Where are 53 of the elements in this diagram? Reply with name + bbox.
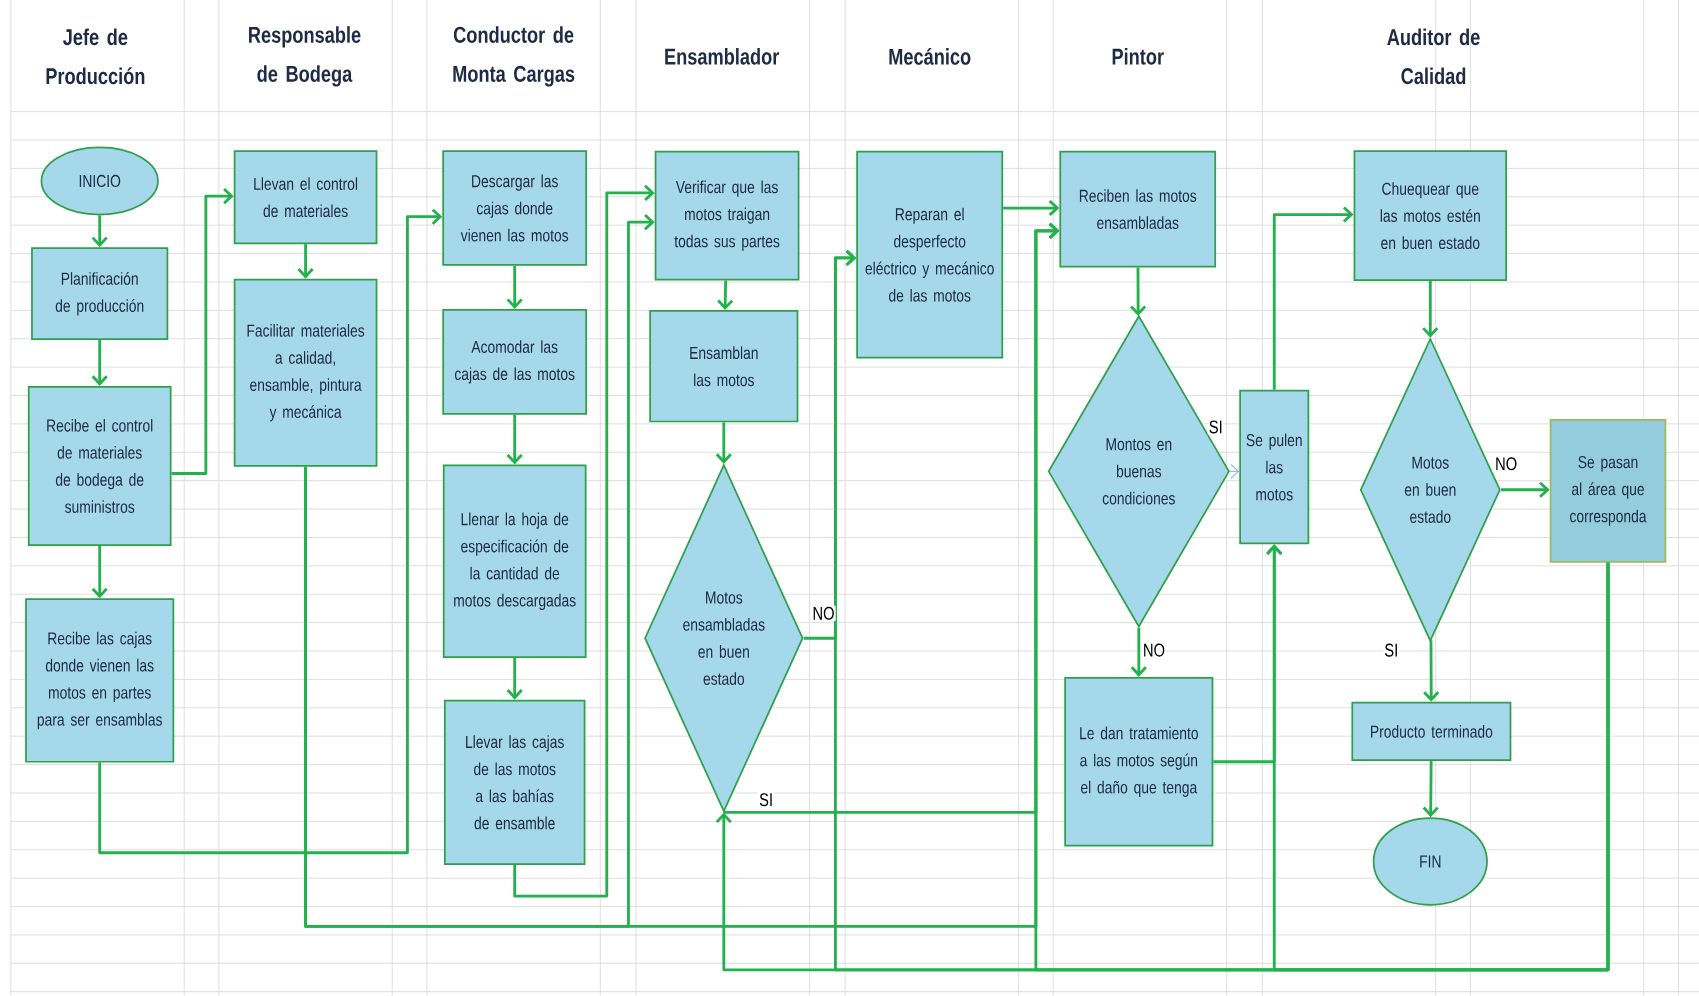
lane-header: Ensamblador bbox=[665, 48, 780, 65]
process-box: Se pasan al área que corresponda bbox=[1549, 419, 1667, 563]
arrow bbox=[1501, 481, 1550, 498]
process-box: Reciben las motos ensambladas bbox=[1059, 150, 1217, 268]
lane-header: Responsable de Bodega bbox=[249, 26, 361, 87]
process-box: Llevan el control de materiales bbox=[233, 150, 378, 245]
arrow bbox=[91, 546, 108, 599]
arrow bbox=[1422, 761, 1439, 818]
process-box: Llenar la hoja de especificación de la cantidad de motos descargadas bbox=[442, 464, 587, 659]
process-box: Le dan tratamiento a las motos según el daño que tenga bbox=[1064, 677, 1214, 847]
process-box: Reparan el desperfecto eléctrico y mecánico de las motos bbox=[856, 150, 1004, 359]
arrow bbox=[506, 414, 523, 465]
lane-header: Auditor de Calidad bbox=[1387, 28, 1480, 85]
arrow bbox=[1130, 627, 1147, 677]
process-box: Ensamblan las motos bbox=[649, 310, 799, 423]
process-box: Recibe las cajas donde vienen las motos en partes para ser ensamblas bbox=[25, 598, 175, 763]
arrow bbox=[98, 208, 443, 855]
arrow bbox=[506, 265, 523, 310]
arrow bbox=[1422, 281, 1439, 338]
arrow bbox=[1130, 267, 1147, 317]
arrow bbox=[1003, 200, 1060, 217]
arrow bbox=[91, 215, 108, 248]
process-box: Descargar las cajas donde vienen las motos bbox=[442, 150, 588, 266]
process-box: Producto terminado bbox=[1351, 701, 1512, 762]
lane-header: Conductor de Monta Cargas bbox=[453, 26, 575, 87]
arrow bbox=[506, 658, 523, 700]
lane-header: Mecánico bbox=[889, 48, 971, 65]
process-box: Facilitar materiales a calidad, ensamble, pintura y mecánica bbox=[233, 278, 378, 467]
process-box: Chuequear que las motos estén en buen estado bbox=[1353, 150, 1507, 282]
edge-label: SI bbox=[1383, 642, 1400, 658]
arrow bbox=[1272, 206, 1354, 390]
terminal-oval: INICIO bbox=[40, 146, 159, 216]
process-box: Recibe el control de materiales de bodega de suministros bbox=[27, 386, 172, 546]
edge-label: NO bbox=[811, 605, 836, 621]
process-box: Se pulen las motos bbox=[1239, 389, 1310, 545]
arrow bbox=[513, 184, 655, 898]
arrow bbox=[91, 340, 108, 387]
arrow bbox=[1034, 222, 1610, 972]
edge-label: SI bbox=[1207, 419, 1224, 435]
lane-header: Jefe de Producción bbox=[46, 28, 145, 85]
process-box: Verificar que las motos traigan todas sus partes bbox=[654, 150, 800, 281]
process-box: Llevar las cajas de las motos a las bahías de ensamble bbox=[443, 699, 586, 866]
arrow bbox=[717, 280, 734, 311]
edge-label: SI bbox=[758, 792, 775, 808]
arrow bbox=[171, 188, 234, 476]
arrow bbox=[1423, 640, 1440, 702]
edge-label: NO bbox=[1141, 642, 1167, 658]
arrow bbox=[297, 244, 314, 279]
terminal-oval: FIN bbox=[1372, 817, 1488, 906]
lane-header: Pintor bbox=[1112, 48, 1164, 65]
process-box: Planificación de producción bbox=[31, 247, 169, 341]
arrow bbox=[715, 422, 732, 465]
process-box: Acomodar las cajas de las motos bbox=[442, 309, 588, 415]
